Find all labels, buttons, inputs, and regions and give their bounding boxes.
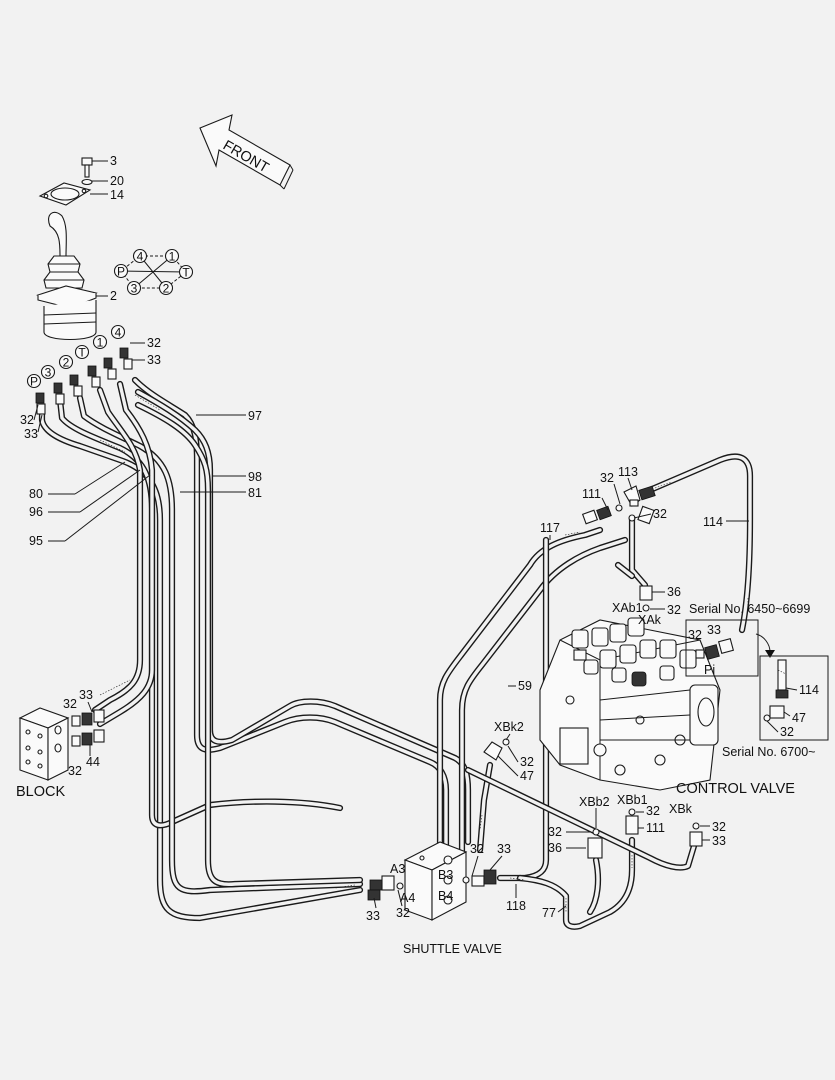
label-81: 81 bbox=[248, 486, 262, 500]
label-97: 97 bbox=[248, 409, 262, 423]
svg-text:1: 1 bbox=[169, 250, 176, 264]
cv-label-xbk: XBk bbox=[669, 802, 693, 816]
front-arrow: FRONT bbox=[199, 114, 294, 190]
sv-label-a3: A3 bbox=[390, 862, 405, 876]
joystick-assembly: 3 20 14 2 bbox=[35, 154, 124, 340]
label-14: 14 bbox=[110, 188, 124, 202]
label-2: 2 bbox=[110, 289, 117, 303]
svg-text:3: 3 bbox=[131, 282, 138, 296]
port-4-tag: 4 bbox=[115, 326, 122, 340]
cv-label-33-b: 33 bbox=[712, 834, 726, 848]
block-label-33: 33 bbox=[79, 688, 93, 702]
label-80: 80 bbox=[29, 487, 43, 501]
cv-label-111-b: 111 bbox=[646, 821, 665, 835]
label-3: 3 bbox=[110, 154, 117, 168]
cv-label-32-a: 32 bbox=[600, 471, 614, 485]
sv-label-33-a: 33 bbox=[497, 842, 511, 856]
sv-label-b4: B4 bbox=[438, 889, 453, 903]
port-2-tag: 2 bbox=[63, 356, 70, 370]
sv-label-b3: B3 bbox=[438, 868, 453, 882]
block-label-44: 44 bbox=[86, 755, 100, 769]
label-32-top: 32 bbox=[147, 336, 161, 350]
cv-label-xbb2: XBb2 bbox=[579, 795, 610, 809]
spool-caps bbox=[571, 617, 697, 687]
label-95: 95 bbox=[29, 534, 43, 548]
svg-text:T: T bbox=[182, 266, 190, 280]
cv-label-xbk2: XBk2 bbox=[494, 720, 524, 734]
inset-label-114: 114 bbox=[799, 683, 819, 697]
cv-label-xak: XAk bbox=[638, 613, 662, 627]
sv-label-32-b: 32 bbox=[396, 906, 410, 920]
cv-label-36: 36 bbox=[667, 585, 681, 599]
sv-label-33-b: 33 bbox=[366, 909, 380, 923]
sv-label-a4: A4 bbox=[400, 891, 415, 905]
cv-label-33: 33 bbox=[707, 623, 721, 637]
cv-label-32-b: 32 bbox=[653, 507, 667, 521]
shuttle-valve-title: SHUTTLE VALVE bbox=[403, 942, 502, 956]
port-1-tag: 1 bbox=[97, 336, 104, 350]
control-valve-title: CONTROL VALVE bbox=[676, 781, 795, 797]
port-pattern: 4 1 P T 3 2 bbox=[113, 248, 194, 296]
cv-label-111: 111 bbox=[582, 487, 601, 501]
svg-text:2: 2 bbox=[163, 282, 170, 296]
cv-label-pi: Pi bbox=[704, 663, 715, 677]
label-20: 20 bbox=[110, 174, 124, 188]
label-96: 96 bbox=[29, 505, 43, 519]
label-33-left: 33 bbox=[24, 427, 38, 441]
inset-label-47: 47 bbox=[792, 711, 806, 725]
cv-label-114: 114 bbox=[703, 515, 723, 529]
block-component: 32 33 32 44 BLOCK bbox=[16, 688, 105, 800]
sv-label-77: 77 bbox=[542, 906, 556, 920]
hose-braids bbox=[99, 394, 749, 912]
sv-label-32-a: 32 bbox=[470, 842, 484, 856]
cv-label-xab1: XAb1 bbox=[612, 601, 643, 615]
cv-label-117: 117 bbox=[540, 521, 560, 535]
cv-label-32-f: 32 bbox=[646, 804, 660, 818]
cv-label-113: 113 bbox=[618, 465, 638, 479]
cv-label-32-c: 32 bbox=[667, 603, 681, 617]
cv-label-32-e: 32 bbox=[520, 755, 534, 769]
hose-callouts-left: 97 98 81 80 96 95 bbox=[29, 409, 262, 548]
cv-label-36-b: 36 bbox=[548, 841, 562, 855]
block-label-32-top: 32 bbox=[63, 697, 77, 711]
shuttle-valve: 32 33 A3 B3 B4 A4 33 32 118 77 SHUTTLE V… bbox=[366, 841, 567, 956]
svg-text:4: 4 bbox=[137, 250, 144, 264]
cv-label-xbb1: XBb1 bbox=[617, 793, 648, 807]
cv-label-32-h: 32 bbox=[548, 825, 562, 839]
cv-label-32-g: 32 bbox=[712, 820, 726, 834]
label-33-top: 33 bbox=[147, 353, 161, 367]
inset-label-32: 32 bbox=[780, 725, 794, 739]
svg-text:P: P bbox=[117, 265, 125, 279]
cv-label-32-d: 32 bbox=[688, 628, 702, 642]
port-p-tag: P bbox=[30, 375, 38, 389]
sv-label-118: 118 bbox=[506, 899, 526, 913]
cv-label-59: 59 bbox=[518, 679, 532, 693]
block-label-32-bottom: 32 bbox=[68, 764, 82, 778]
cv-label-47: 47 bbox=[520, 769, 534, 783]
label-98: 98 bbox=[248, 470, 262, 484]
control-valve: 32 113 111 32 117 114 36 XAb1 32 XAk Ser… bbox=[483, 465, 829, 859]
block-title: BLOCK bbox=[16, 784, 65, 800]
joystick-fittings: P 3 2 T 1 4 32 33 32 33 bbox=[20, 324, 161, 441]
serial-range-a: Serial No. 6450~6699 bbox=[689, 602, 810, 616]
port-3-tag: 3 bbox=[45, 366, 52, 380]
serial-range-b: Serial No. 6700~ bbox=[722, 745, 815, 759]
label-32-left: 32 bbox=[20, 413, 34, 427]
port-t-tag: T bbox=[78, 346, 86, 360]
